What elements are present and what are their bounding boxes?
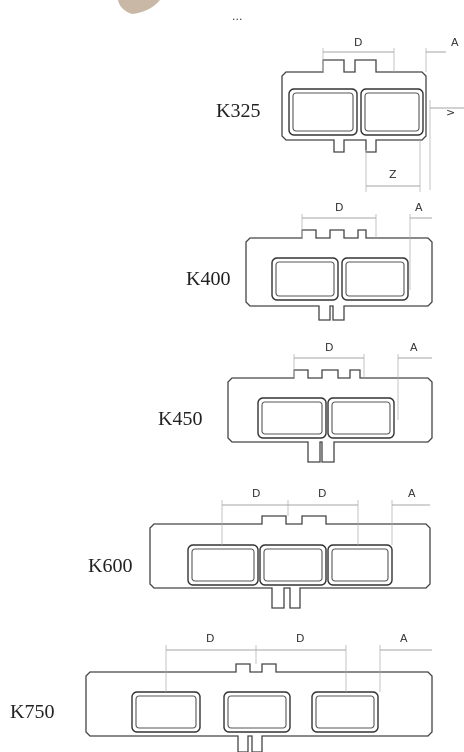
k750-window-2 bbox=[223, 691, 291, 733]
k750-dim-d1: D bbox=[206, 632, 214, 645]
k325-dim-d: D bbox=[354, 36, 362, 49]
k750-window-3 bbox=[311, 691, 379, 733]
k600-window-3-inner bbox=[331, 548, 389, 582]
k450-window-2 bbox=[327, 397, 395, 439]
k600-dim-a: A bbox=[408, 487, 416, 500]
k750-window-1-inner bbox=[135, 695, 197, 729]
k600-window-2 bbox=[259, 544, 327, 586]
profile-k325: K325 D A > Z bbox=[216, 36, 464, 192]
k750-dim-a: A bbox=[400, 632, 408, 645]
k450-dim-d: D bbox=[325, 341, 333, 354]
k400-window-1 bbox=[271, 257, 339, 301]
k400-dim-a: A bbox=[415, 201, 423, 214]
k325-window-1-inner bbox=[292, 92, 354, 132]
k750-window-2-inner bbox=[227, 695, 287, 729]
label-k400: K400 bbox=[186, 268, 230, 290]
k325-dim-gt: > bbox=[446, 106, 455, 119]
cropped-image-fragment bbox=[118, 0, 160, 14]
k325-dim-a: A bbox=[451, 36, 459, 49]
k325-dim-z: Z bbox=[389, 168, 397, 181]
label-k450: K450 bbox=[158, 408, 202, 430]
k600-window-2-inner bbox=[263, 548, 323, 582]
k450-dim-a: A bbox=[410, 341, 418, 354]
header-fragment: ... bbox=[232, 10, 243, 23]
k600-window-1 bbox=[187, 544, 259, 586]
k400-window-2-inner bbox=[345, 261, 405, 297]
label-k600: K600 bbox=[88, 555, 132, 577]
profile-k450: K450 D A bbox=[158, 341, 433, 463]
k750-window-3-inner bbox=[315, 695, 375, 729]
k450-window-1 bbox=[257, 397, 327, 439]
k750-window-1 bbox=[131, 691, 201, 733]
k400-window-1-inner bbox=[275, 261, 335, 297]
k325-window-1 bbox=[288, 88, 358, 136]
k600-window-1-inner bbox=[191, 548, 255, 582]
k600-window-3 bbox=[327, 544, 393, 586]
k600-dim-d2: D bbox=[318, 487, 326, 500]
label-k325: K325 bbox=[216, 100, 260, 122]
k325-window-2-inner bbox=[364, 92, 420, 132]
profile-k750: K750 D D A bbox=[10, 632, 433, 752]
k400-window-2 bbox=[341, 257, 409, 301]
label-k750: K750 bbox=[10, 701, 54, 723]
profile-k400: K400 D A bbox=[186, 201, 433, 321]
k600-dim-d1: D bbox=[252, 487, 260, 500]
k750-dim-d2: D bbox=[296, 632, 304, 645]
k450-window-2-inner bbox=[331, 401, 391, 435]
k325-window-2 bbox=[360, 88, 424, 136]
profile-k600: K600 D D A bbox=[88, 487, 431, 609]
k450-window-1-inner bbox=[261, 401, 323, 435]
k400-dim-d: D bbox=[335, 201, 343, 214]
